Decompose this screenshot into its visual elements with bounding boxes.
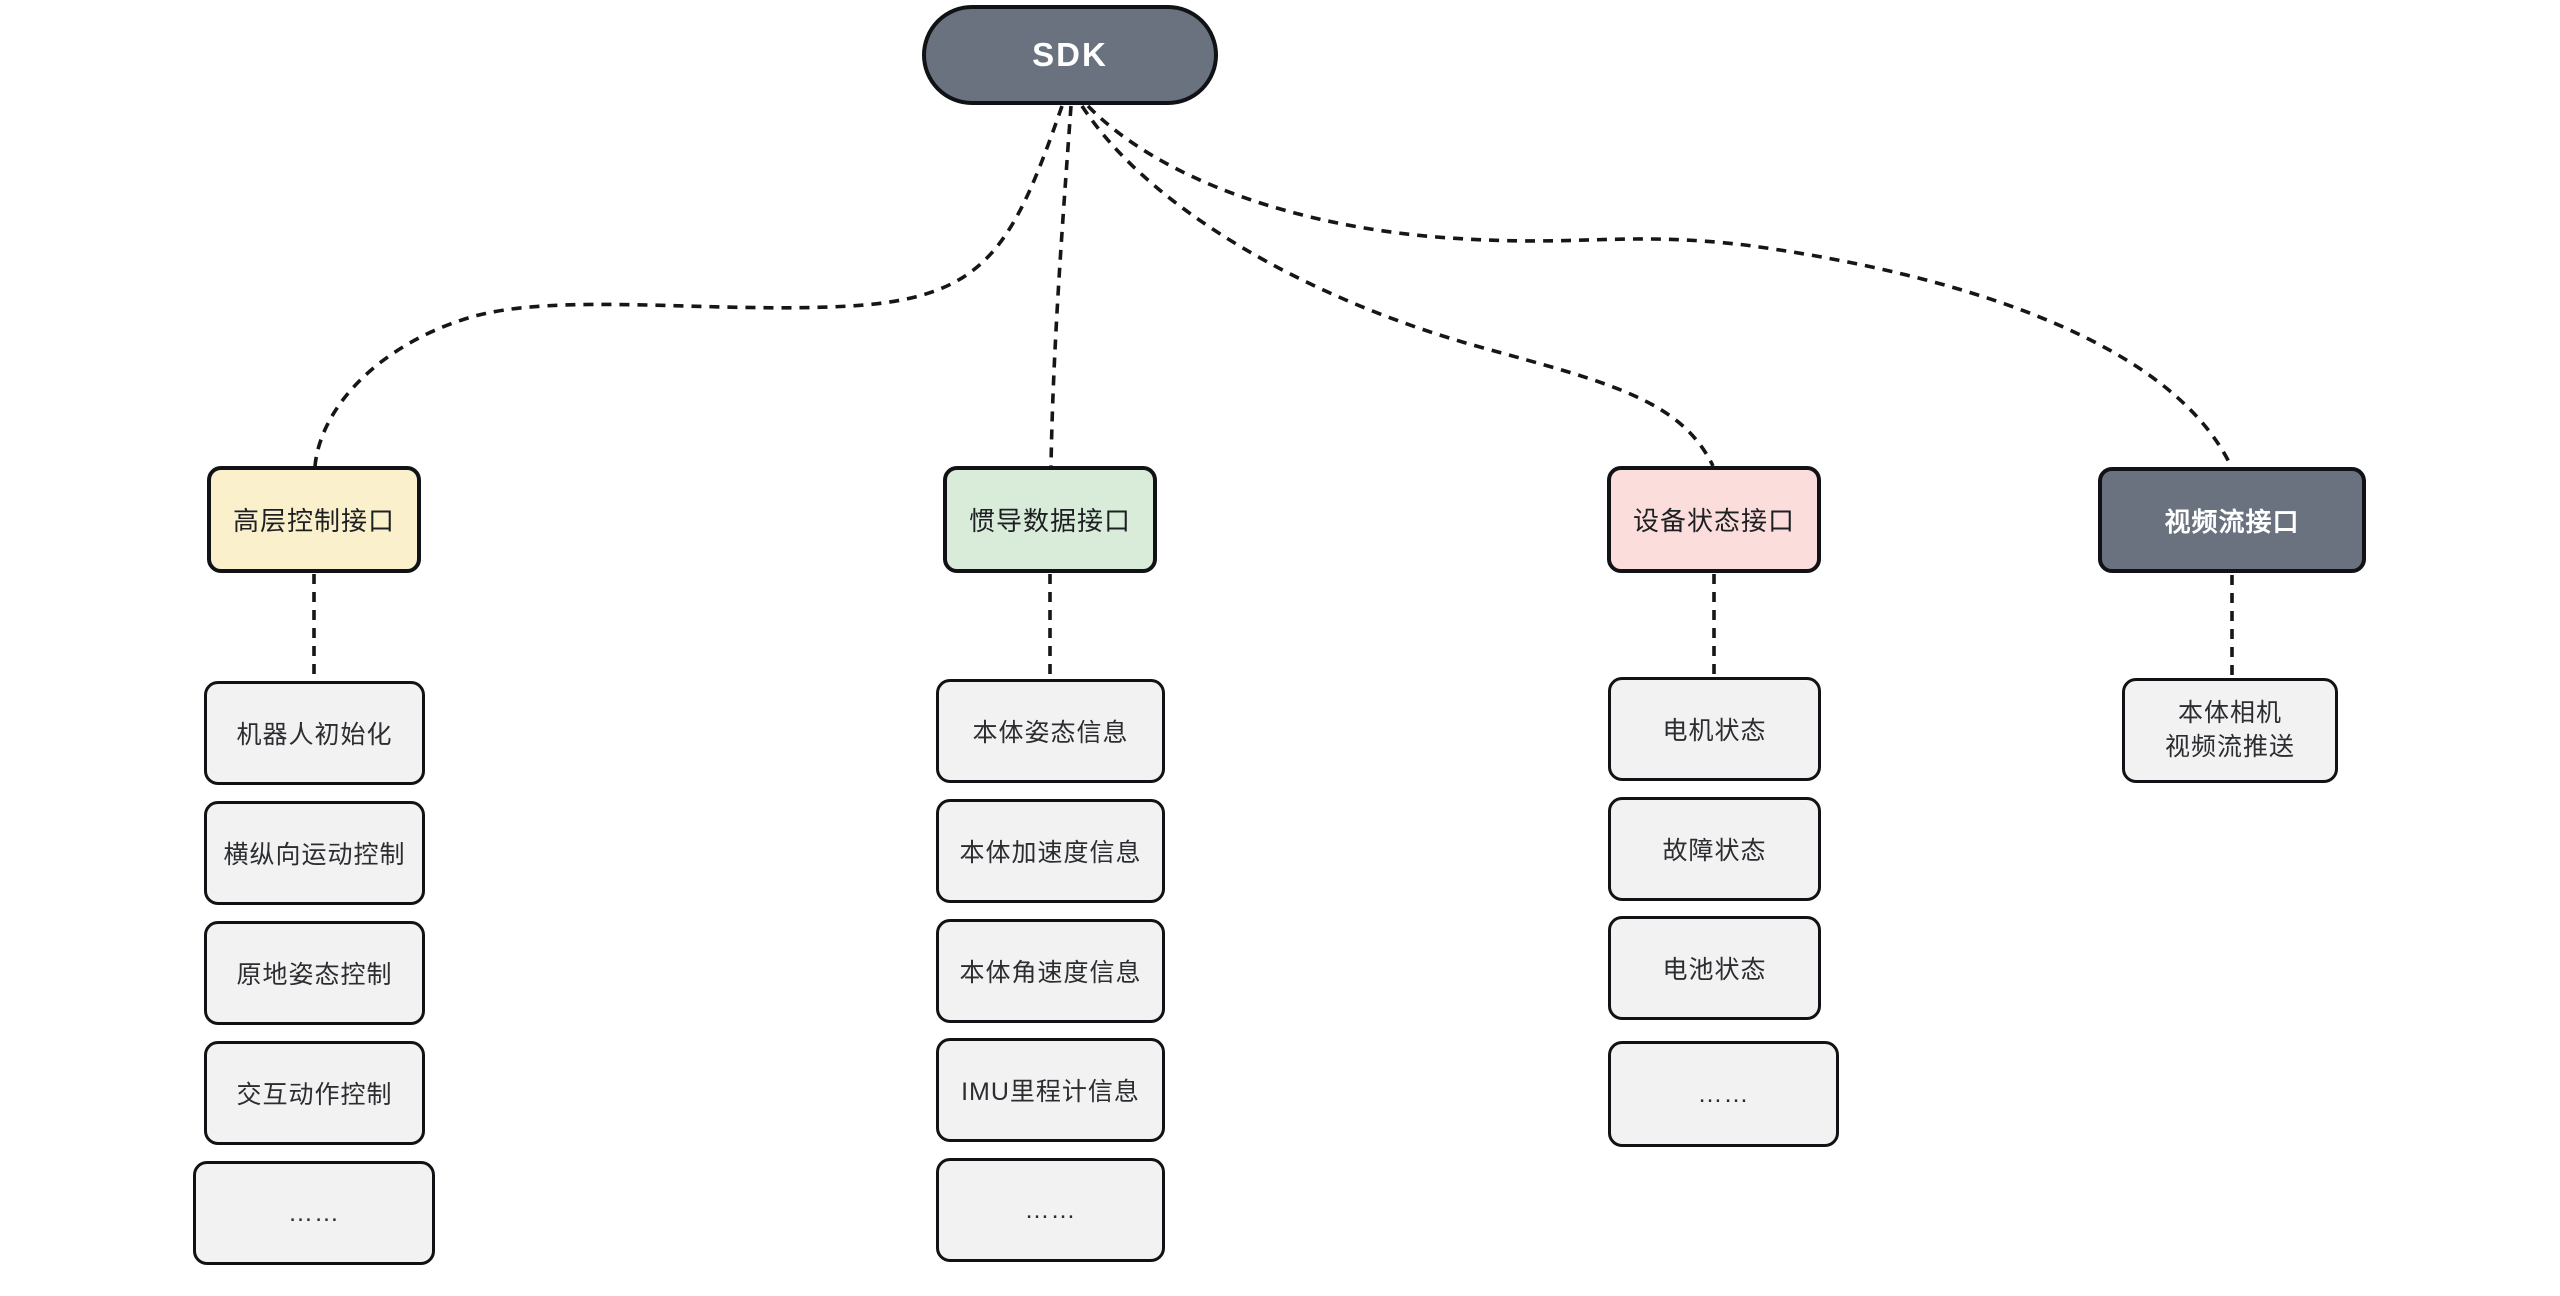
connector-sdk-to-imu-data bbox=[1049, 105, 1073, 467]
item-body-posture-info: 本体姿态信息 bbox=[936, 679, 1165, 783]
item-device-status-ellipsis: …… bbox=[1608, 1041, 1839, 1147]
item-body-camera-video-stream-push: 本体相机 视频流推送 bbox=[2122, 678, 2338, 783]
item-high-level-ellipsis: …… bbox=[193, 1161, 435, 1265]
item-battery-status: 电池状态 bbox=[1608, 916, 1821, 1020]
branch-device-status: 设备状态接口 bbox=[1607, 466, 1821, 573]
sdk-root-node: SDK bbox=[922, 5, 1218, 105]
branch-imu-data: 惯导数据接口 bbox=[943, 466, 1157, 573]
branch-video-stream: 视频流接口 bbox=[2098, 467, 2366, 573]
branch-high-level-control: 高层控制接口 bbox=[207, 466, 421, 573]
item-body-camera-line2: 视频流推送 bbox=[2164, 732, 2295, 761]
item-imu-odometry-info: IMU里程计信息 bbox=[936, 1038, 1165, 1142]
item-body-camera-line1: 本体相机 bbox=[2177, 698, 2282, 727]
item-robot-init: 机器人初始化 bbox=[204, 681, 425, 785]
item-in-place-posture-control: 原地姿态控制 bbox=[204, 921, 425, 1025]
connector-sdk-to-device-status bbox=[1080, 105, 1715, 467]
item-body-angular-velocity-info: 本体角速度信息 bbox=[936, 919, 1165, 1023]
connector-sdk-to-video-stream bbox=[1086, 104, 2233, 467]
item-interactive-action-control: 交互动作控制 bbox=[204, 1041, 425, 1145]
item-body-acceleration-info: 本体加速度信息 bbox=[936, 799, 1165, 903]
item-lateral-longitudinal-motion-control: 横纵向运动控制 bbox=[204, 801, 425, 905]
item-imu-ellipsis: …… bbox=[936, 1158, 1165, 1262]
item-motor-status: 电机状态 bbox=[1608, 677, 1821, 781]
item-fault-status: 故障状态 bbox=[1608, 797, 1821, 901]
connector-sdk-to-high-level-control bbox=[313, 105, 1064, 467]
